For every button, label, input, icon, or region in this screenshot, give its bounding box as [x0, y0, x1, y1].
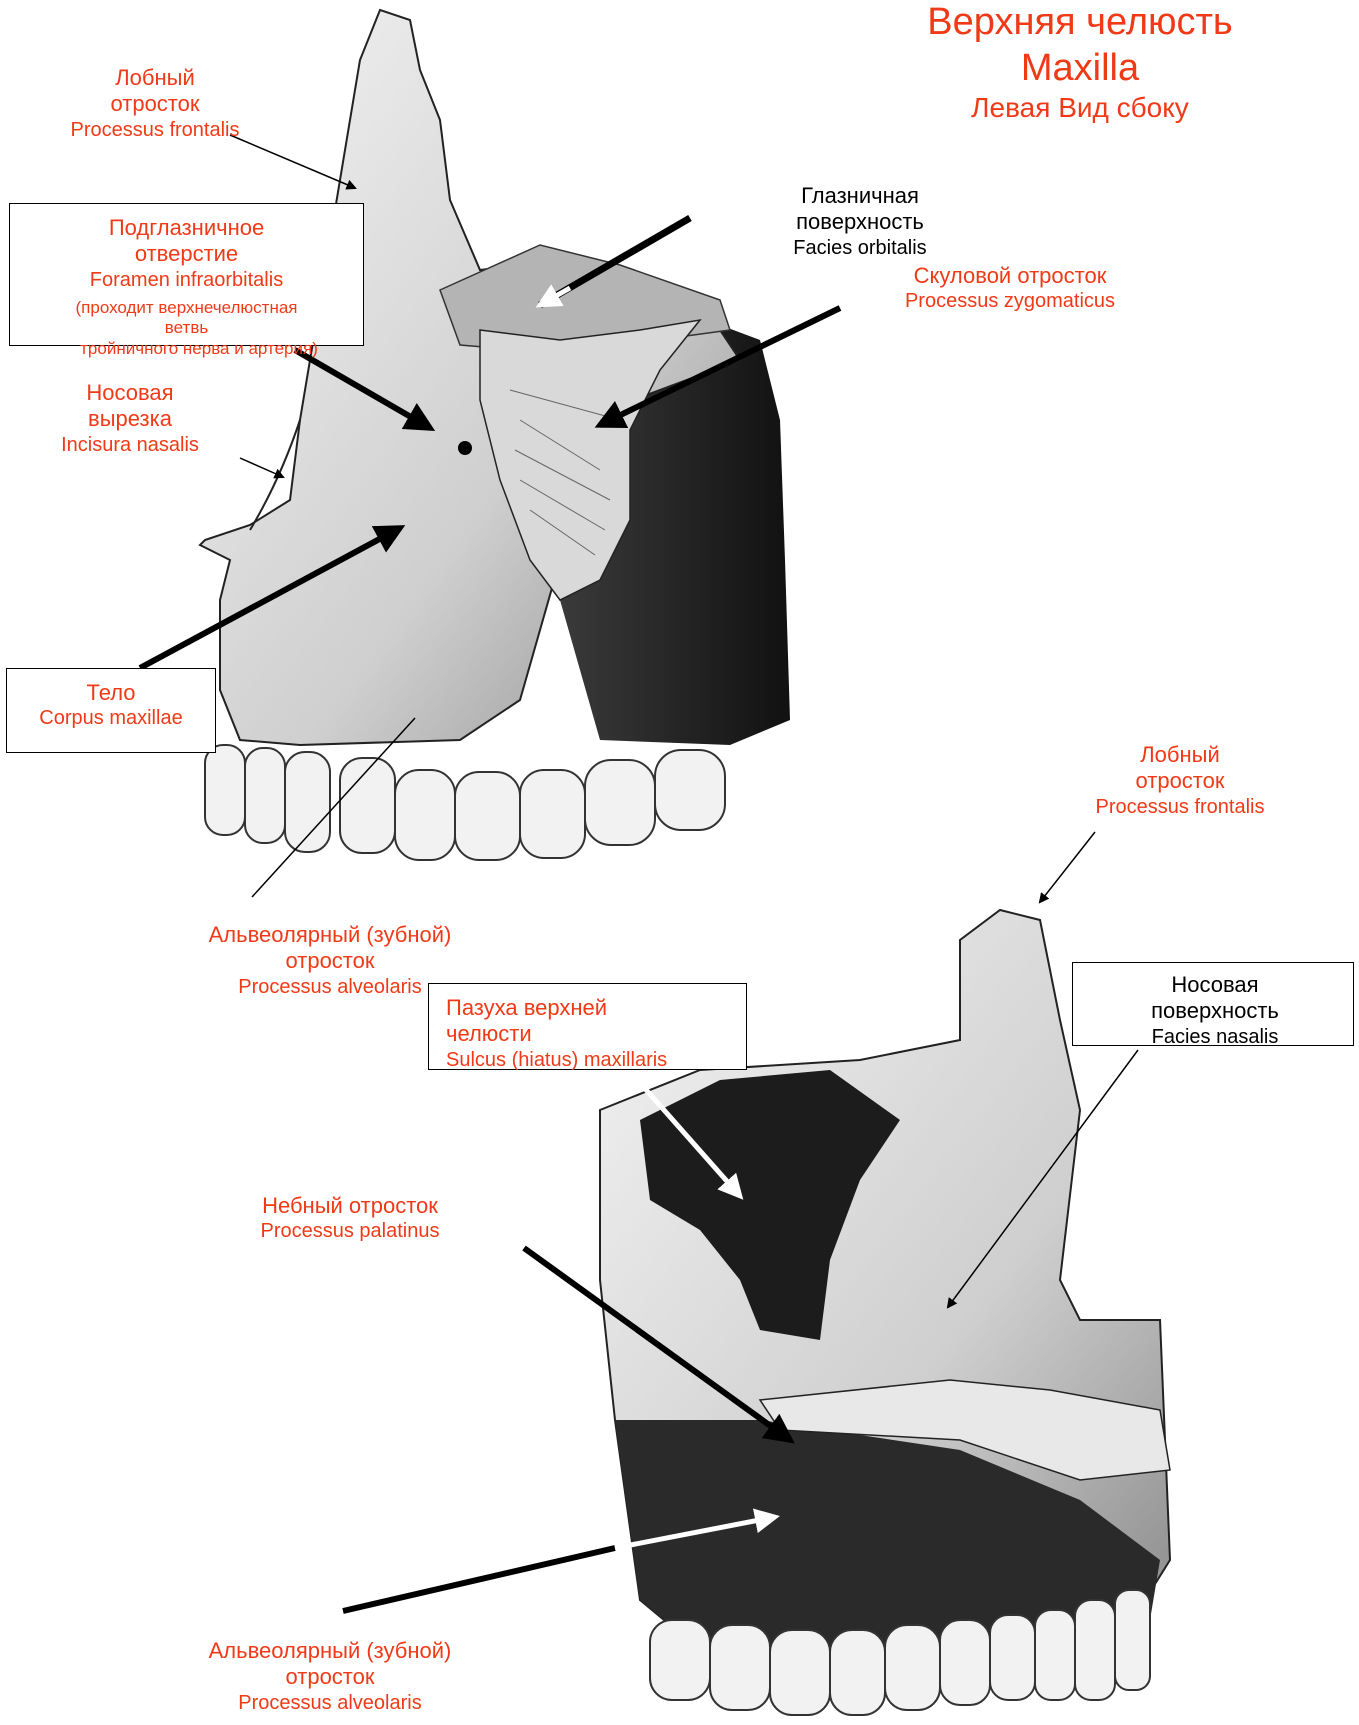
label-orbital-surface: Глазничная поверхность Facies orbitalis: [760, 183, 960, 260]
label-alveolar-process-bottom: Альвеолярный (зубной) отросток Processus…: [170, 1638, 490, 1715]
label-frontal-process-bottom: Лобный отросток Processus frontalis: [1060, 742, 1300, 819]
label-ru1: Альвеолярный (зубной): [170, 922, 490, 948]
label-latin: Processus frontalis: [40, 118, 270, 142]
label-ru: Скуловой отросток: [880, 263, 1140, 289]
title-latin: Maxilla: [870, 46, 1290, 92]
label-ru2: отросток: [170, 948, 490, 974]
label-latin: Foramen infraorbitalis: [9, 268, 364, 292]
label-ru2: поверхность: [760, 209, 960, 235]
title-block: Верхняя челюсть Maxilla Левая Вид сбоку: [870, 0, 1290, 125]
teeth-top-row: [205, 745, 725, 860]
label-zygomatic-process: Скуловой отросток Processus zygomaticus: [880, 263, 1140, 313]
label-ru1: Лобный: [1060, 742, 1300, 768]
label-latin: Processus frontalis: [1060, 795, 1300, 819]
label-ru1: Лобный: [40, 65, 270, 91]
label-ru2: поверхность: [1095, 998, 1335, 1024]
label-ru2: челюсти: [446, 1021, 667, 1047]
label-infraorbital-foramen: Подглазничное отверстие Foramen infraorb…: [9, 215, 364, 359]
label-note1: (проходит верхнечелюстная: [9, 298, 364, 318]
label-ru: Тело: [6, 680, 216, 706]
label-ru2: вырезка: [30, 406, 230, 432]
label-latin: Processus alveolaris: [170, 1691, 490, 1715]
label-note3: тройничного нерва и артерия): [9, 339, 364, 359]
label-latin: Incisura nasalis: [30, 433, 230, 457]
label-latin: Processus zygomaticus: [880, 289, 1140, 313]
label-ru1: Носовая: [30, 380, 230, 406]
label-frontal-process-top: Лобный отросток Processus frontalis: [40, 65, 270, 142]
label-ru1: Глазничная: [760, 183, 960, 209]
infraorbital-foramen: [458, 441, 472, 455]
label-ru1: Подглазничное: [9, 215, 364, 241]
maxilla-lateral-view: [200, 10, 790, 860]
label-latin: Sulcus (hiatus) maxillaris: [446, 1048, 667, 1072]
label-maxillary-sinus: Пазуха верхней челюсти Sulcus (hiatus) m…: [446, 995, 667, 1072]
label-ru2: отросток: [40, 91, 270, 117]
label-nasal-notch: Носовая вырезка Incisura nasalis: [30, 380, 230, 457]
label-latin: Facies nasalis: [1095, 1025, 1335, 1049]
label-latin: Corpus maxillae: [6, 706, 216, 730]
label-ru2: отверстие: [9, 241, 364, 267]
label-ru1: Носовая: [1095, 972, 1335, 998]
label-note2: ветвь: [9, 318, 364, 338]
label-ru1: Альвеолярный (зубной): [170, 1638, 490, 1664]
label-palatine-process: Небный отросток Processus palatinus: [235, 1193, 465, 1243]
label-ru: Небный отросток: [235, 1193, 465, 1219]
label-latin: Processus palatinus: [235, 1219, 465, 1243]
label-ru2: отросток: [1060, 768, 1300, 794]
label-latin: Facies orbitalis: [760, 236, 960, 260]
label-nasal-surface: Носовая поверхность Facies nasalis: [1095, 972, 1335, 1049]
title-ru: Верхняя челюсть: [870, 0, 1290, 46]
title-subtitle: Левая Вид сбоку: [870, 91, 1290, 125]
label-body: Тело Corpus maxillae: [6, 680, 216, 730]
label-ru2: отросток: [170, 1664, 490, 1690]
label-ru1: Пазуха верхней: [446, 995, 667, 1021]
